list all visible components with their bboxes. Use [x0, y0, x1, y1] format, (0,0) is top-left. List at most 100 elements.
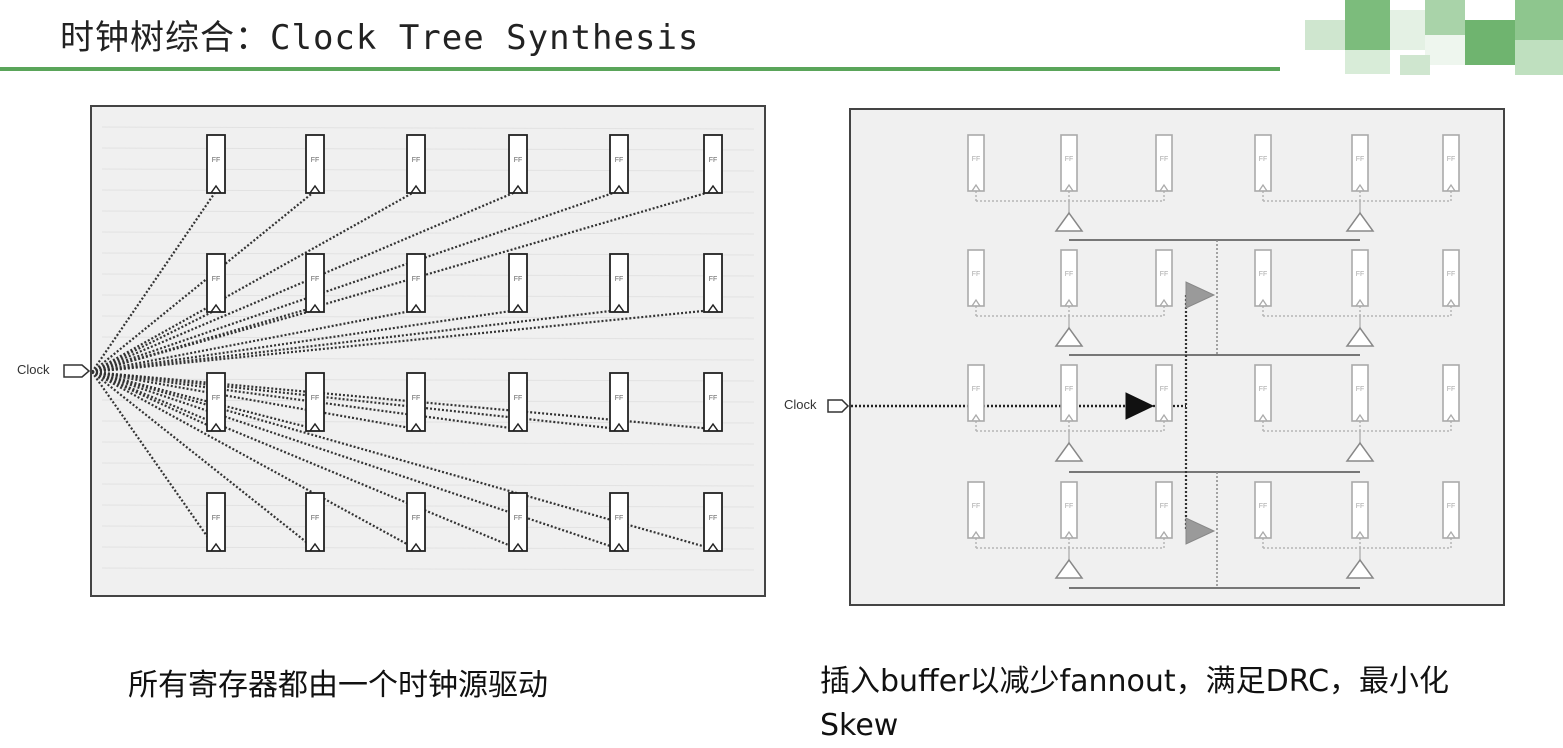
ff-label: FF [1160, 271, 1169, 278]
flip-flop-cell [1254, 249, 1272, 307]
clock-net-wire [92, 189, 620, 374]
clock-net-wire [92, 190, 217, 373]
flip-flop-cell [1060, 134, 1078, 192]
ff-label: FF [311, 276, 320, 283]
clock-net-wire [92, 371, 217, 550]
clock-net-wire [92, 370, 417, 431]
background-texture-line [101, 462, 755, 466]
ff-label: FF [514, 395, 523, 402]
flip-flop-cell [1351, 134, 1369, 192]
clock-port-icon-right [827, 399, 850, 413]
left-caption: 所有寄存器都由一个时钟源驱动 [128, 668, 548, 703]
clock-pin-icon [707, 303, 719, 313]
ff-label: FF [212, 157, 221, 164]
ff-label: FF [311, 515, 320, 522]
ff-label: FF [1356, 386, 1365, 393]
clock-pin-icon [410, 422, 422, 432]
ff-label: FF [972, 156, 981, 163]
flip-flop-cell [967, 249, 985, 307]
flip-flop-cell [1351, 249, 1369, 307]
clock-net-wire [92, 189, 519, 374]
flip-flop-cell [508, 372, 528, 432]
ff-label: FF [709, 395, 718, 402]
clock-net-wire [92, 190, 316, 373]
flip-flop-cell [1254, 364, 1272, 422]
flip-flop-cell [305, 253, 325, 313]
clock-pin-icon [1159, 183, 1169, 192]
clock-net-wire [92, 308, 519, 374]
background-texture-line [101, 126, 755, 130]
clock-pin-icon [1258, 413, 1268, 422]
background-texture-line [101, 231, 755, 235]
ff-label: FF [412, 395, 421, 402]
flip-flop-cell [206, 253, 226, 313]
local-buffer-icon [1345, 558, 1375, 579]
flip-flop-cell [508, 253, 528, 313]
clock-pin-icon [210, 303, 222, 313]
flip-flop-cell [609, 492, 629, 552]
flip-flop-cell [1155, 249, 1173, 307]
flip-flop-cell [967, 364, 985, 422]
background-texture-line [101, 420, 755, 424]
ff-label: FF [1160, 503, 1169, 510]
clock-pin-icon [1159, 413, 1169, 422]
ff-label: FF [1447, 156, 1456, 163]
local-buffer-icon [1345, 211, 1375, 232]
clock-pin-icon [1258, 530, 1268, 539]
background-texture-line [101, 378, 755, 382]
ff-label: FF [1356, 156, 1365, 163]
ff-label: FF [972, 386, 981, 393]
ff-label: FF [212, 395, 221, 402]
clock-pin-icon [309, 303, 321, 313]
ff-label: FF [1356, 271, 1365, 278]
clock-net-wire [92, 190, 417, 373]
clock-pin-icon [1446, 298, 1456, 307]
background-texture-line [101, 483, 755, 487]
clock-pin-icon [971, 530, 981, 539]
clock-net-wire [92, 370, 519, 551]
ff-label: FF [412, 276, 421, 283]
ff-label: FF [412, 515, 421, 522]
clock-pin-icon [1064, 183, 1074, 192]
flip-flop-cell [1155, 134, 1173, 192]
background-texture-line [101, 168, 755, 172]
ff-label: FF [212, 515, 221, 522]
ff-label: FF [1259, 503, 1268, 510]
clock-pin-icon [512, 184, 524, 194]
flip-flop-cell [1060, 364, 1078, 422]
background-texture-line [101, 147, 755, 151]
clock-net-wire [92, 371, 316, 550]
flip-flop-cell [305, 372, 325, 432]
ff-label: FF [1065, 271, 1074, 278]
flip-flop-cell [1155, 364, 1173, 422]
clock-net-wire [92, 309, 217, 373]
ff-label: FF [1259, 156, 1268, 163]
background-texture-line [101, 357, 755, 361]
ff-label: FF [1065, 503, 1074, 510]
flip-flop-cell [406, 253, 426, 313]
ff-label: FF [412, 157, 421, 164]
clock-pin-icon [1355, 183, 1365, 192]
local-buffer-icon [1054, 558, 1084, 579]
background-texture-line [101, 399, 755, 403]
flip-flop-cell [703, 492, 723, 552]
flip-flop-cell [1442, 249, 1460, 307]
clock-net-wire [92, 308, 620, 374]
clock-pin-icon [707, 184, 719, 194]
ff-label: FF [615, 515, 624, 522]
root-buffer-icon [1125, 392, 1155, 420]
background-texture-line [101, 546, 755, 550]
flip-flop-cell [1442, 134, 1460, 192]
flip-flop-cell [508, 492, 528, 552]
background-texture-line [101, 210, 755, 214]
ff-label: FF [1065, 156, 1074, 163]
flip-flop-cell [1155, 481, 1173, 539]
ff-label: FF [1447, 503, 1456, 510]
flip-flop-cell [406, 134, 426, 194]
ff-label: FF [615, 157, 624, 164]
page-title: 时钟树综合：Clock Tree Synthesis [60, 18, 700, 58]
ff-label: FF [709, 276, 718, 283]
